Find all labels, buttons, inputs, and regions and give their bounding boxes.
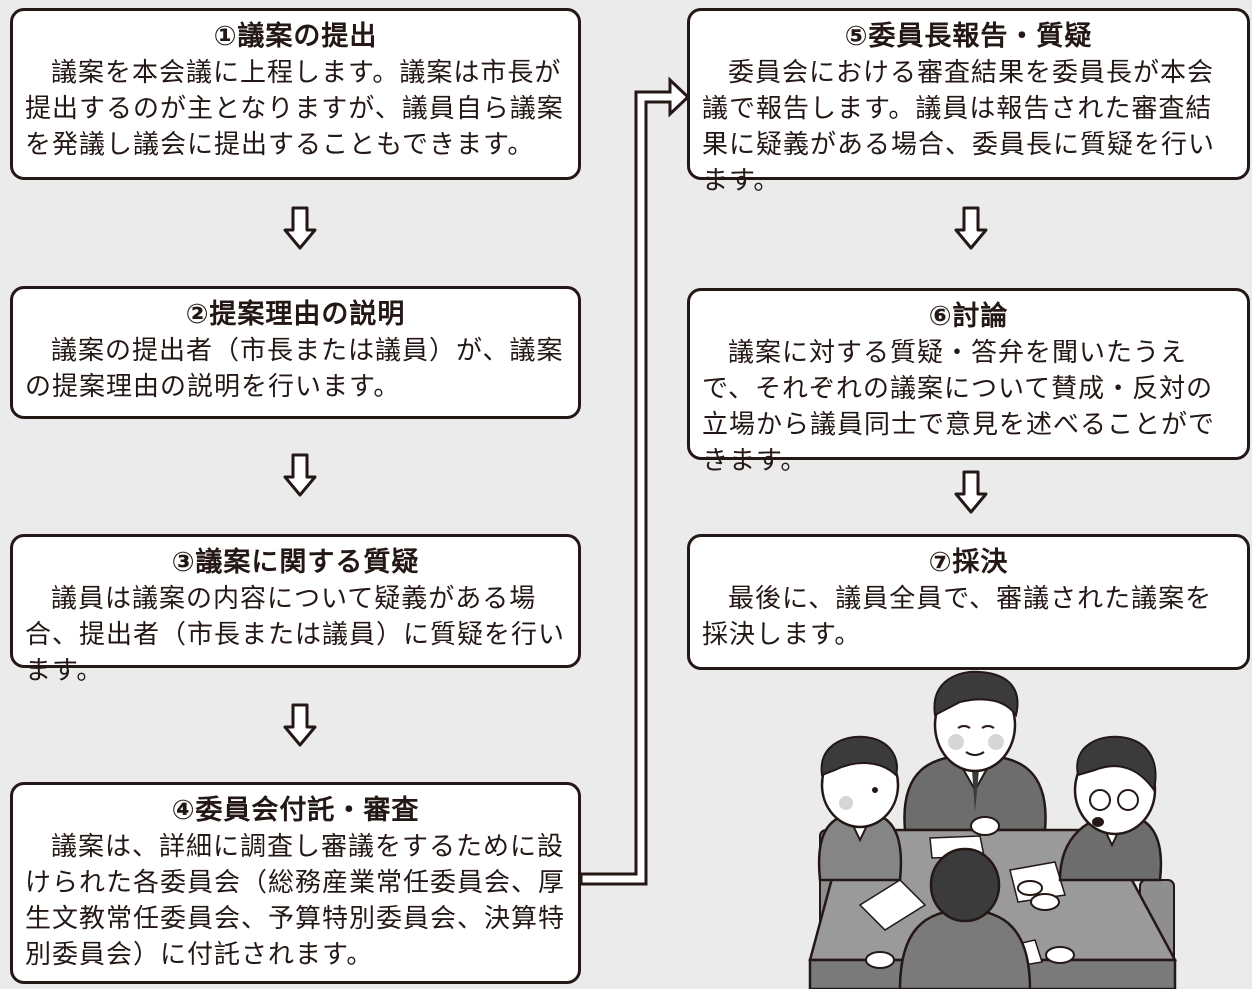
step-7-box: ⑦採決 最後に、議員全員で、審議された議案を採決します。 — [687, 534, 1250, 670]
arrow-down-icon — [954, 470, 988, 514]
step-6-title: ⑥討論 — [928, 301, 1009, 332]
step-1-box: ①議案の提出 議案を本会議に上程します。議案は市長が提出するのが主となりますが、… — [10, 8, 581, 180]
arrow-down-icon — [954, 206, 988, 250]
step-3-box: ③議案に関する質疑 議員は議案の内容について疑義がある場合、提出者（市長または議… — [10, 534, 581, 686]
step-5-box: ⑤委員長報告・質疑 委員会における審査結果を委員長が本会議で報告します。議員は報… — [687, 8, 1250, 196]
step-3-body: 議員は議案の内容について疑義がある場合、提出者（市長または議員）に質疑を行います… — [25, 584, 566, 686]
step-5-title: ⑤委員長報告・質疑 — [844, 21, 1093, 52]
step-4-body: 議案は、詳細に調査し審議をするために設けられた各委員会（総務産業常任委員会、厚生… — [25, 832, 566, 970]
step-4-title: ④委員会付託・審査 — [171, 795, 420, 826]
arrow-down-icon — [283, 703, 317, 747]
step-2-title: ②提案理由の説明 — [185, 299, 406, 330]
step-6-box: ⑥討論 議案に対する質疑・答弁を聞いたうえで、それぞれの議案について賛成・反対の… — [687, 288, 1250, 476]
step-2-body: 議案の提出者（市長または議員）が、議案の提案理由の説明を行います。 — [25, 336, 564, 402]
step-7-body: 最後に、議員全員で、審議された議案を採決します。 — [702, 584, 1213, 650]
arrow-down-icon — [283, 206, 317, 250]
step-3-title: ③議案に関する質疑 — [171, 547, 420, 578]
step-2-box: ②提案理由の説明 議案の提出者（市長または議員）が、議案の提案理由の説明を行いま… — [10, 286, 581, 419]
arrow-down-icon — [283, 453, 317, 497]
step-1-title: ①議案の提出 — [213, 21, 378, 52]
step-4-box: ④委員会付託・審査 議案は、詳細に調査し審議をするために設けられた各委員会（総務… — [10, 782, 581, 984]
step-7-title: ⑦採決 — [928, 547, 1009, 578]
step-5-body: 委員会における審査結果を委員長が本会議で報告します。議員は報告された審査結果に疑… — [702, 58, 1216, 196]
step-1-body: 議案を本会議に上程します。議案は市長が提出するのが主となりますが、議員自ら議案を… — [25, 58, 564, 160]
step-6-body: 議案に対する質疑・答弁を聞いたうえで、それぞれの議案について賛成・反対の立場から… — [702, 338, 1216, 476]
